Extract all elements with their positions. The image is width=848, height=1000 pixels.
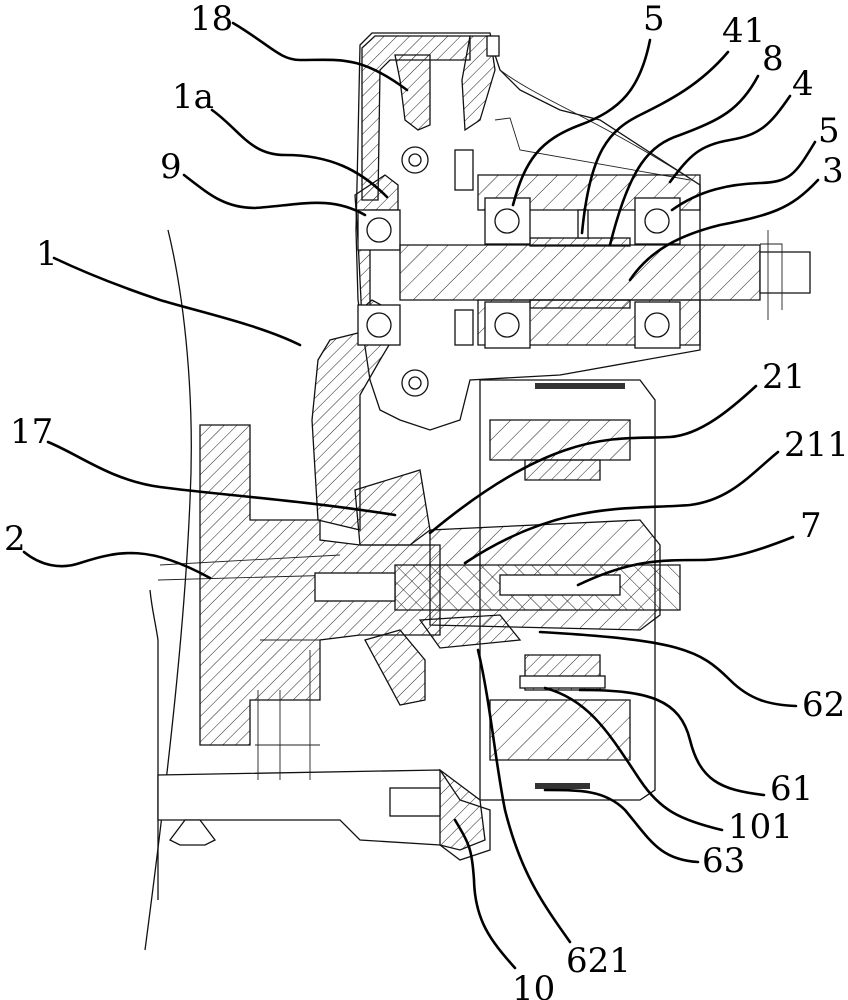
reference-label-1a: 1a xyxy=(172,77,214,117)
reference-label-1: 1 xyxy=(36,234,58,274)
reference-label-8: 8 xyxy=(762,39,784,79)
reference-label-62: 62 xyxy=(802,685,845,725)
reference-label-5: 5 xyxy=(643,0,665,39)
reference-label-9: 9 xyxy=(160,147,182,187)
reference-label-2: 2 xyxy=(4,519,26,559)
reference-label-61: 61 xyxy=(770,769,813,809)
reference-label-5b: 5 xyxy=(818,111,840,151)
reference-label-17: 17 xyxy=(10,412,53,452)
reference-label-63: 63 xyxy=(702,841,745,881)
leader-line-9 xyxy=(184,175,365,215)
reference-label-621: 621 xyxy=(566,941,631,981)
reference-label-211: 211 xyxy=(784,425,848,465)
leader-line-2 xyxy=(24,552,210,578)
reference-label-41: 41 xyxy=(722,11,765,51)
reference-label-7: 7 xyxy=(800,506,822,546)
reference-label-10: 10 xyxy=(512,969,555,1000)
leader-line-4 xyxy=(670,96,790,182)
leader-line-63 xyxy=(545,790,698,862)
reference-label-18: 18 xyxy=(190,0,233,39)
reference-label-21: 21 xyxy=(762,357,805,397)
bolt-head xyxy=(487,36,499,56)
reference-label-4: 4 xyxy=(792,64,814,104)
reference-label-3: 3 xyxy=(822,151,844,191)
